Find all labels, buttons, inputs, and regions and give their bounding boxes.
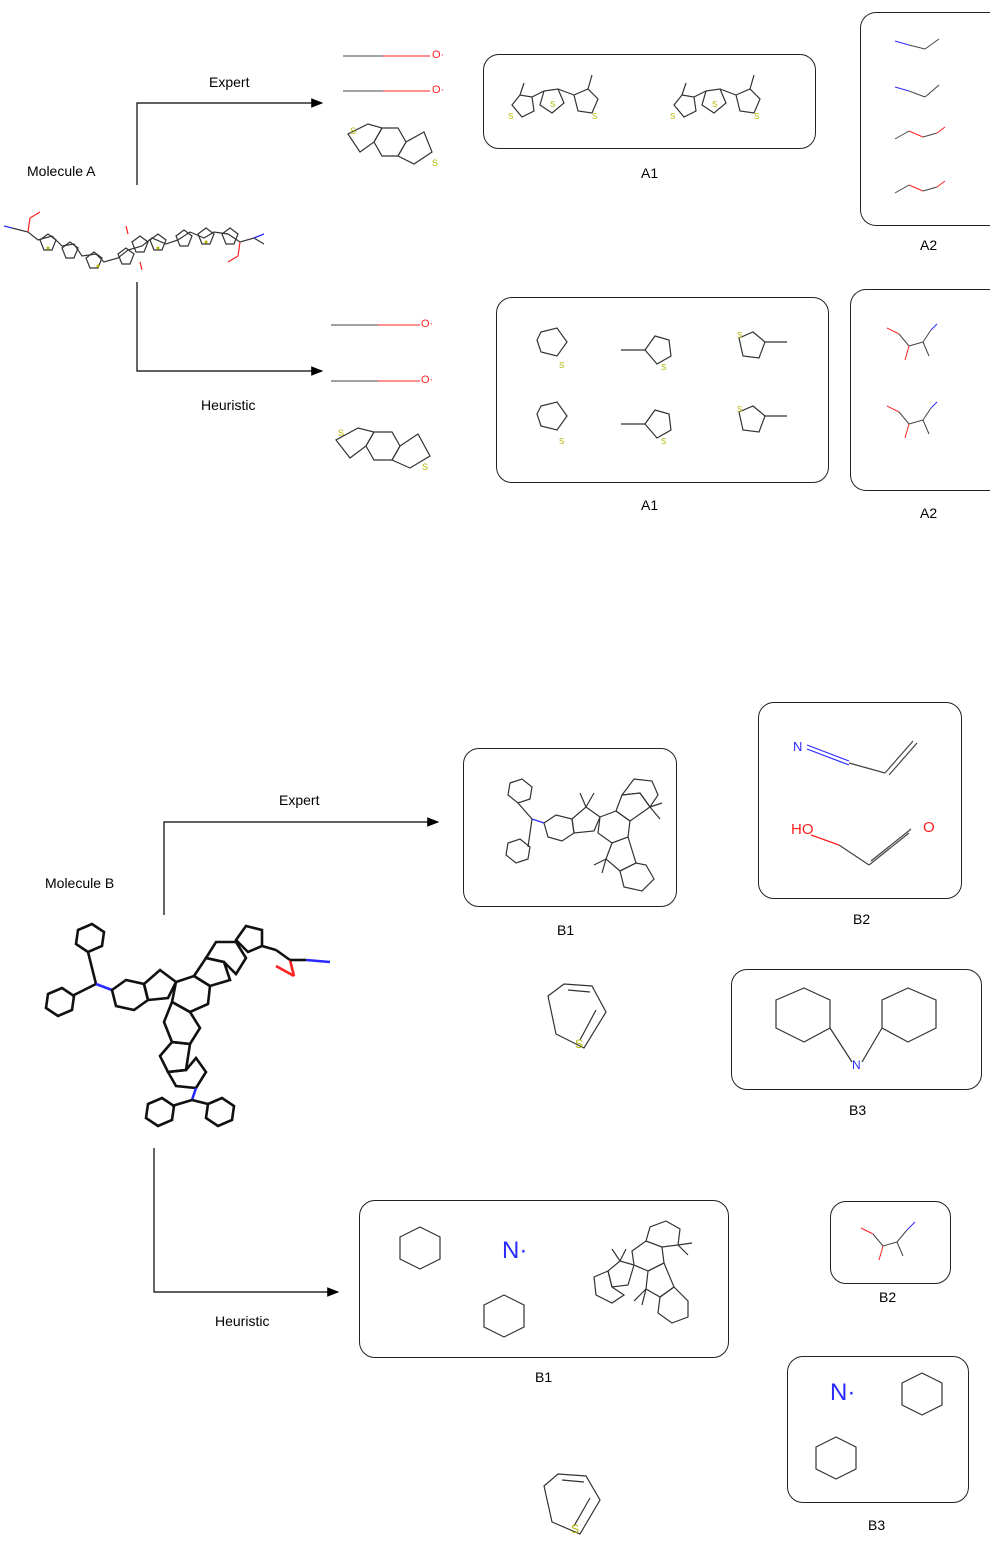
expert-o-label-2: O· xyxy=(432,84,445,96)
heuristic-o-label-1: O· xyxy=(421,318,434,330)
svg-text:S: S xyxy=(508,112,513,121)
heuristic-a1-label: A1 xyxy=(641,497,659,513)
svg-text:S: S xyxy=(432,158,438,168)
svg-text:S: S xyxy=(592,112,597,121)
expert-arrow-a xyxy=(136,98,324,185)
expert-b2-box: N HO O xyxy=(758,702,962,899)
expert-a1-label: A1 xyxy=(641,165,659,181)
heuristic-b1-n-radical: N· xyxy=(502,1237,528,1264)
b2-ho-label: HO xyxy=(791,821,814,838)
expert-b2-label: B2 xyxy=(853,911,871,927)
svg-text:S: S xyxy=(737,331,742,340)
heuristic-thiophene-s: S xyxy=(571,1522,580,1536)
molecule-b-expert-label: Expert xyxy=(279,792,320,808)
svg-text:S: S xyxy=(550,100,555,109)
heuristic-arrow-a xyxy=(136,282,324,376)
molecule-b-heuristic-label: Heuristic xyxy=(215,1313,270,1329)
heuristic-b3-label: B3 xyxy=(868,1517,886,1533)
heuristic-arrow-b xyxy=(153,1148,340,1297)
heuristic-o-label-2: O· xyxy=(421,374,434,386)
expert-o-label-1: O· xyxy=(432,49,445,61)
expert-a2-label: A2 xyxy=(920,237,938,253)
svg-text:S: S xyxy=(661,363,666,372)
expert-b1-box xyxy=(463,748,677,907)
expert-thiophene-s: S xyxy=(575,1037,584,1051)
svg-text:S: S xyxy=(754,112,759,121)
expert-a2-box xyxy=(860,12,990,226)
heuristic-b3-n-radical: N· xyxy=(830,1379,856,1406)
b2-o-label: O xyxy=(923,819,935,836)
svg-text:S: S xyxy=(670,112,675,121)
expert-a1-box: S S S S S S xyxy=(483,54,816,149)
molecule-b-title: Molecule B xyxy=(45,875,115,891)
expert-b3-box: N xyxy=(731,969,982,1090)
molecule-b-structure xyxy=(44,922,331,1128)
heuristic-b1-box: N· xyxy=(359,1200,729,1358)
heuristic-a1-box: S S S S S S xyxy=(496,297,829,483)
molecule-a-heuristic-label: Heuristic xyxy=(201,397,256,413)
svg-text:S: S xyxy=(559,437,564,446)
svg-text:S: S xyxy=(422,462,428,472)
svg-text:S: S xyxy=(737,405,742,414)
molecule-a-title: Molecule A xyxy=(27,163,96,179)
svg-text:S: S xyxy=(559,361,564,370)
molecule-a-expert-label: Expert xyxy=(209,74,250,90)
heuristic-b2-label: B2 xyxy=(879,1289,897,1305)
expert-benzodithiophene: S S xyxy=(347,123,438,168)
heuristic-a2-label: A2 xyxy=(920,505,938,521)
heuristic-b2-box xyxy=(830,1201,951,1284)
svg-text:S: S xyxy=(350,126,356,136)
expert-b1-label: B1 xyxy=(557,922,575,938)
heuristic-a2-box xyxy=(850,289,990,491)
svg-text:S: S xyxy=(338,428,344,438)
svg-text:S: S xyxy=(661,437,666,446)
heuristic-b3-box: N· xyxy=(787,1356,969,1503)
expert-b3-label: B3 xyxy=(849,1102,867,1118)
b3-n-label: N xyxy=(852,1058,861,1072)
molecule-a-structure xyxy=(3,211,265,271)
expert-arrow-b xyxy=(163,817,440,915)
svg-text:S: S xyxy=(712,100,717,109)
heuristic-benzodithiophene: S S xyxy=(335,427,431,472)
b2-n-label: N xyxy=(793,739,803,754)
heuristic-b1-label: B1 xyxy=(535,1369,553,1385)
